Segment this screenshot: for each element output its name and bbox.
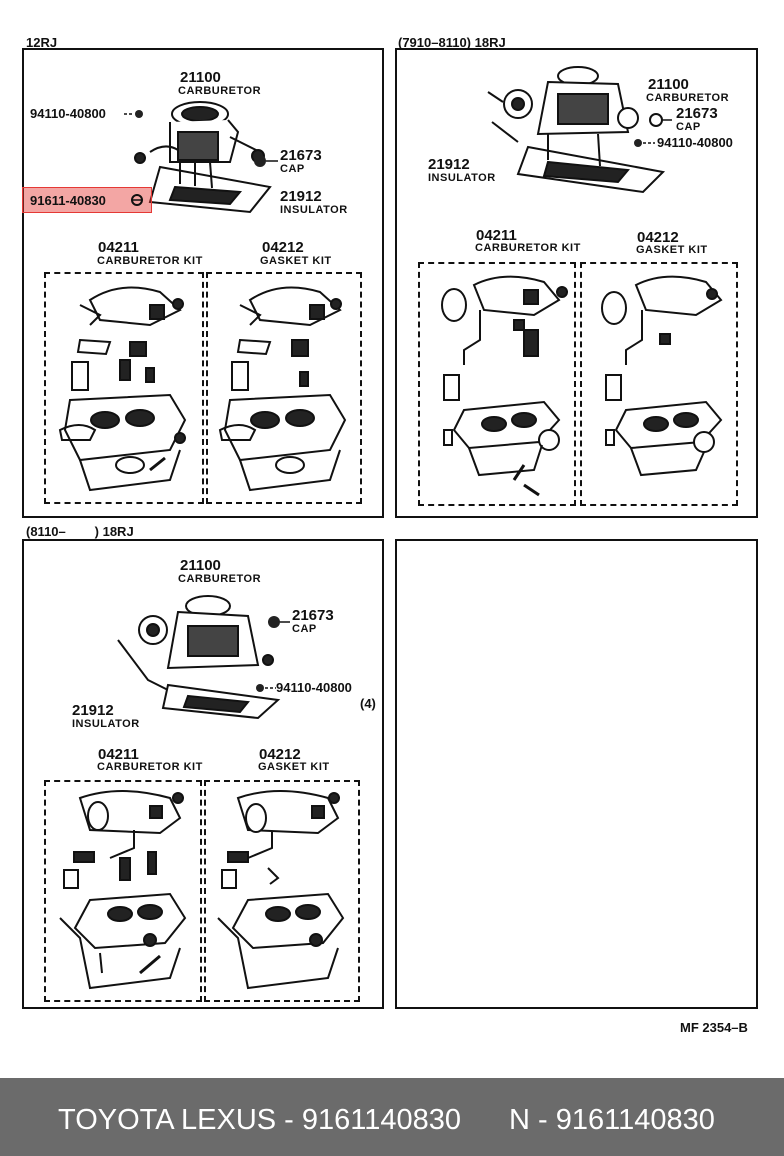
panel-1-carb-kit-number: 04211 (98, 239, 139, 256)
panel-2-gasket-kit-label: GASKET KIT (636, 244, 708, 256)
panel-2-carb-kit-number: 04211 (476, 227, 517, 244)
panel-1-header: 12RJ (26, 35, 58, 50)
panel-2-insulator-label: INSULATOR (428, 172, 496, 184)
panel-2-insulator-number: 21912 (428, 156, 470, 173)
panel-1-cap-icon (254, 155, 278, 167)
panel-1-carb-kit-parts (58, 286, 187, 492)
panel-2-cap-icon (649, 113, 672, 127)
footer-bar (0, 1078, 784, 1156)
panel-1-insulator-label: INSULATOR (280, 204, 348, 216)
panel-3-screw-number: 94110-40800 (276, 680, 352, 695)
panel-3-screw-quantity: (4) (360, 696, 376, 711)
panel-3-cap-number: 21673 (292, 607, 334, 624)
panel-1-gasket-kit-box (206, 272, 362, 504)
panel-1-highlighted-bolt-icon (131, 194, 143, 206)
panel-2-cap-label: CAP (676, 121, 701, 133)
panel-1-carb-kit-box (44, 272, 204, 504)
panel-1-carb-kit-label: CARBURETOR KIT (97, 255, 203, 267)
panel-1-cap-number: 21673 (280, 147, 322, 164)
panel-1-gasket-kit-label: GASKET KIT (260, 255, 332, 267)
panel-3-carb-kit-number: 04211 (98, 746, 139, 763)
panel-1-gasket-kit-parts (218, 286, 347, 492)
panel-1-cap-label: CAP (280, 163, 305, 175)
panel-3-gasket-kit-label: GASKET KIT (258, 761, 330, 773)
panel-2-screw-leader (634, 139, 655, 147)
panel-2-cap-number: 21673 (676, 105, 718, 122)
panel-3-cap-icon (268, 616, 290, 628)
panel-1-gasket-kit-number: 04212 (262, 239, 304, 256)
panel-2-gasket-kit-box (580, 262, 738, 506)
panel-3-carburetor-drawing (117, 595, 281, 720)
panel-1-highlighted-part-number[interactable]: 91611-40830 (30, 193, 106, 208)
panel-3-cap-label: CAP (292, 623, 317, 635)
panel-3-carb-kit-box (44, 780, 202, 1002)
diagram-code: MF 2354–B (680, 1020, 748, 1035)
panel-2-carburetor-number: 21100 (648, 76, 689, 93)
panel-1-carburetor-drawing (134, 101, 272, 214)
panel-3-insulator-label: INSULATOR (72, 718, 140, 730)
panel-1-screw-leader (124, 110, 143, 118)
panel-3-gasket-kit-number: 04212 (259, 746, 301, 763)
panel-3-carb-kit-label: CARBURETOR KIT (97, 761, 203, 773)
panel-1-carburetor-label: CARBURETOR (178, 85, 262, 97)
panel-1-carburetor-number: 21100 (180, 69, 221, 86)
highlighted-part-marker[interactable] (22, 187, 152, 213)
panel-3-screw-leader (256, 684, 276, 692)
panel-1-insulator-number: 21912 (280, 188, 322, 205)
panel-3-carb-kit-parts (59, 790, 187, 990)
panel-4-empty (395, 539, 758, 1009)
panel-2-gasket-kit-parts (601, 275, 723, 477)
panel-2-carb-kit-box (418, 262, 576, 506)
panel-3-carburetor-label: CARBURETOR (178, 573, 262, 585)
panel-2-carburetor-label: CARBURETOR (646, 92, 730, 104)
panel-2-gasket-kit-number: 04212 (637, 229, 679, 246)
panel-3-insulator-number: 21912 (72, 702, 114, 719)
panel-2-header: (7910–8110) 18RJ (398, 35, 506, 50)
panel-2-screw-number: 94110-40800 (657, 135, 733, 150)
panel-2-carb-kit-parts (441, 275, 568, 497)
panel-3-gasket-kit-parts (217, 790, 345, 990)
footer-n-part-number: N - 9161140830 (509, 1104, 715, 1136)
panel-1-screw-number: 94110-40800 (30, 106, 106, 121)
panel-3-carburetor-number: 21100 (180, 557, 221, 574)
panel-3-header: (8110– ) 18RJ (26, 524, 134, 539)
panel-3-gasket-kit-box (204, 780, 360, 1002)
panel-2-carb-kit-label: CARBURETOR KIT (475, 242, 581, 254)
footer-brand-part-number: TOYOTA LEXUS - 9161140830 (58, 1104, 462, 1136)
panel-2-carburetor-drawing (487, 66, 666, 194)
